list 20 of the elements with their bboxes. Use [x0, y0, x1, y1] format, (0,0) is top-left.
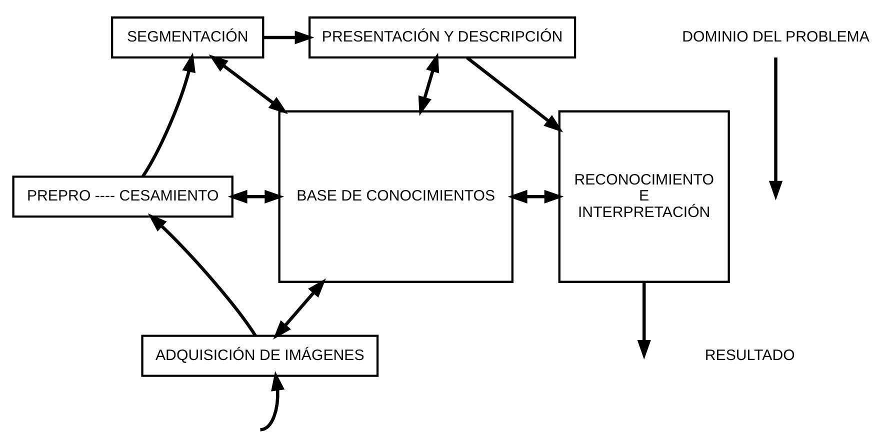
arrow — [272, 278, 326, 340]
node-box: PREPRO ---- CESAMIENTO — [12, 176, 233, 218]
arrow — [260, 371, 284, 432]
node-box: ADQUISICIÓN DE IMÁGENES — [140, 334, 378, 377]
label: RESULTADO — [704, 346, 794, 364]
node-box: RECONOCIMIENTO E INTERPRETACIÓN — [558, 110, 730, 283]
arrow — [208, 54, 288, 114]
arrow — [466, 56, 563, 132]
arrow — [262, 30, 314, 44]
node-box: PRESENTACIÓN Y DESCRIPCIÓN — [308, 16, 576, 58]
node-box: SEGMENTACIÓN — [110, 16, 264, 58]
arrow — [227, 190, 284, 204]
arrow — [140, 52, 195, 178]
arrow — [768, 57, 782, 200]
node-box: BASE DE CONOCIMIENTOS — [278, 110, 514, 283]
arrow — [147, 213, 256, 337]
node-text: DOMINIO DEL PROBLEMA — [682, 28, 869, 46]
arrow — [418, 52, 439, 116]
arrow — [507, 190, 564, 204]
arrow — [636, 282, 650, 360]
